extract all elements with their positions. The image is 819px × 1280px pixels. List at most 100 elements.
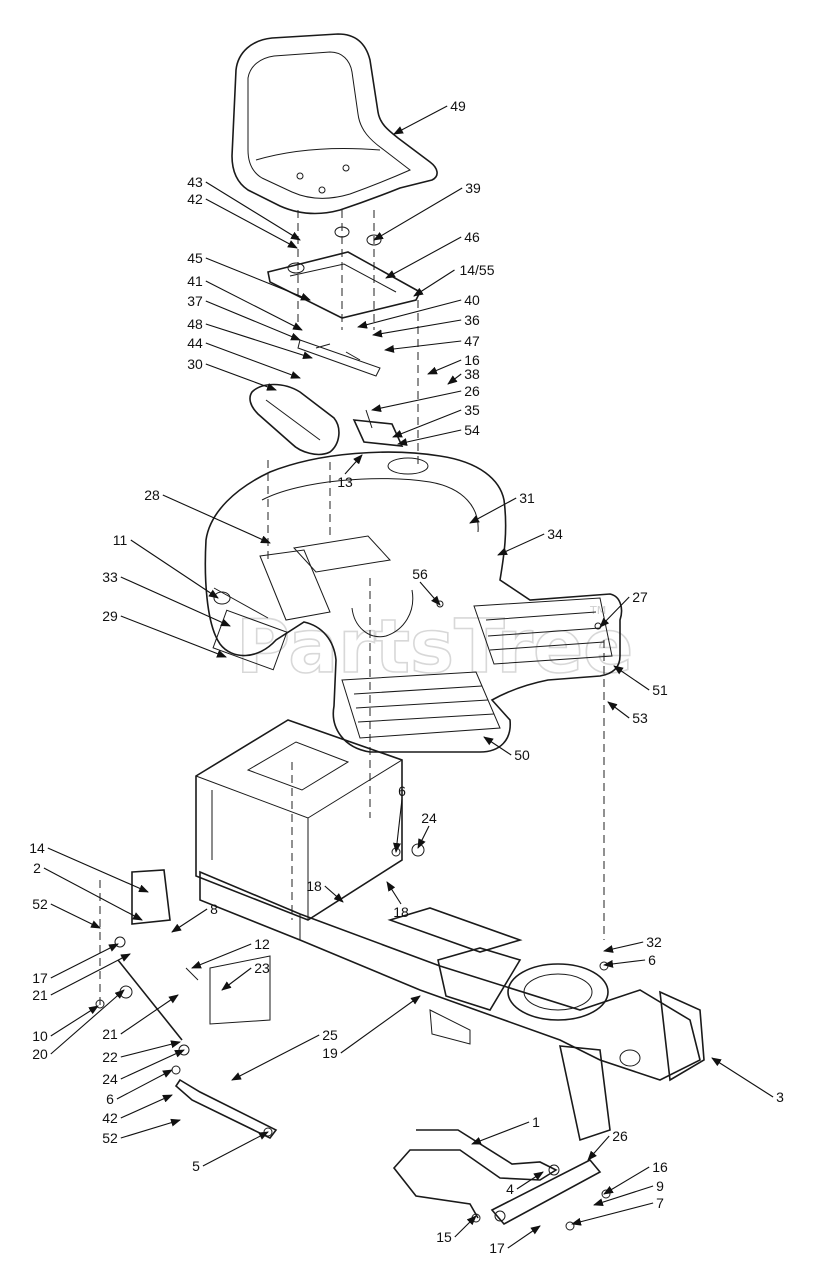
callout-leader-c13	[344, 454, 363, 475]
callout-leader-c4	[516, 1171, 544, 1190]
callout-leader-c22	[120, 1040, 181, 1058]
callout-leader-c46	[385, 236, 462, 279]
callout-leader-c36	[372, 319, 462, 338]
callout-leader-c37	[205, 300, 301, 341]
part-number-label: 1	[532, 1114, 540, 1130]
part-number-label: 21	[102, 1026, 118, 1042]
callout-leader-c26b	[587, 1135, 610, 1161]
part-number-label: 15	[436, 1229, 452, 1245]
part-number-label: 8	[210, 901, 218, 917]
part-number-label: 30	[187, 356, 203, 372]
callout-leader-c42a	[205, 198, 298, 249]
callout-leader-c25	[231, 1034, 320, 1081]
callout-leader-c17b	[507, 1225, 541, 1249]
callout-leader-c40	[357, 299, 462, 329]
callout-leader-c43	[205, 181, 301, 241]
callout-leader-c14b	[47, 847, 149, 893]
callout-leader-c41	[205, 280, 303, 331]
part-number-label: 14	[29, 840, 45, 856]
part-number-label: 26	[612, 1128, 628, 1144]
fasteners	[95, 600, 611, 1231]
seat-bracket-30	[249, 383, 404, 456]
callout-leader-c7	[571, 1202, 654, 1226]
part-number-label: 3	[776, 1089, 784, 1105]
part-number-label: 12	[254, 936, 270, 952]
callout-leader-c29	[120, 615, 227, 658]
part-number-label: 28	[144, 487, 160, 503]
callout-leader-c31	[469, 497, 517, 524]
watermark-text: PartsTree	[236, 604, 633, 690]
callout-leader-c20	[50, 989, 125, 1055]
callout-leader-c21a	[50, 953, 131, 996]
part-number-label: 19	[322, 1045, 338, 1061]
brake-linkage	[117, 869, 602, 1226]
part-number-label: 54	[464, 422, 480, 438]
part-number-label: 50	[514, 747, 530, 763]
part-number-label: 22	[102, 1049, 118, 1065]
callout-leader-c52a	[50, 903, 101, 929]
callout-group: 49434239464514/5541403736484744163038263…	[29, 98, 784, 1256]
callout-leader-c14_55	[413, 269, 455, 297]
part-number-label: 4	[506, 1181, 514, 1197]
rear-fender	[204, 451, 623, 753]
part-number-label: 33	[102, 569, 118, 585]
part-number-label: 42	[187, 191, 203, 207]
callout-leader-c8	[171, 908, 208, 933]
part-number-label: 46	[464, 229, 480, 245]
part-number-label: 31	[519, 490, 535, 506]
callout-leader-c6b	[603, 959, 646, 968]
part-number-label: 49	[450, 98, 466, 114]
part-number-label: 24	[421, 810, 437, 826]
callout-leader-c45	[205, 257, 311, 301]
callout-leader-c49	[393, 105, 448, 135]
part-number-label: 2	[33, 860, 41, 876]
watermark: PartsTree TM	[235, 603, 634, 691]
callout-leader-c50	[483, 736, 512, 756]
callout-leader-c19	[340, 995, 421, 1054]
part-number-label: 17	[32, 970, 48, 986]
callout-leader-c33	[120, 576, 231, 627]
callout-leader-c35	[392, 409, 462, 438]
part-number-label: 40	[464, 292, 480, 308]
callout-leader-c51	[613, 665, 650, 691]
part-number-label: 16	[464, 352, 480, 368]
part-number-label: 18	[393, 904, 409, 920]
part-number-label: 26	[464, 383, 480, 399]
callout-leader-c26a	[371, 390, 462, 413]
part-number-label: 44	[187, 335, 203, 351]
callout-leader-c30	[205, 363, 277, 391]
part-number-label: 20	[32, 1046, 48, 1062]
part-number-label: 21	[32, 987, 48, 1003]
part-number-label: 9	[656, 1178, 664, 1194]
part-number-label: 32	[646, 934, 662, 950]
callout-leader-c15	[454, 1215, 477, 1238]
part-number-label: 6	[106, 1091, 114, 1107]
callout-leader-c32	[603, 941, 644, 953]
callout-leader-c11	[130, 539, 219, 599]
callout-leader-c28	[162, 494, 271, 544]
part-number-label: 17	[489, 1240, 505, 1256]
callout-leader-c48	[205, 323, 313, 360]
callout-leader-c21b	[120, 994, 179, 1035]
callout-leader-c17a	[50, 943, 119, 979]
part-number-label: 11	[113, 532, 128, 548]
part-number-label: 16	[652, 1159, 668, 1175]
callout-leader-c27	[599, 596, 630, 628]
part-number-label: 27	[632, 589, 648, 605]
callout-leader-c9	[593, 1185, 654, 1207]
callout-leader-c18b	[386, 881, 402, 905]
part-number-label: 18	[306, 878, 322, 894]
callout-leader-c47	[384, 340, 462, 353]
part-number-label: 56	[412, 566, 428, 582]
part-number-label: 35	[464, 402, 480, 418]
callout-leader-c53	[607, 701, 630, 719]
callout-leader-c39	[373, 187, 463, 241]
callout-leader-c2	[43, 867, 143, 921]
part-number-label: 47	[464, 333, 480, 349]
part-number-label: 52	[102, 1130, 118, 1146]
callout-leader-c42b	[120, 1094, 173, 1119]
part-number-label: 7	[656, 1195, 664, 1211]
part-number-label: 52	[32, 896, 48, 912]
part-number-label: 29	[102, 608, 118, 624]
